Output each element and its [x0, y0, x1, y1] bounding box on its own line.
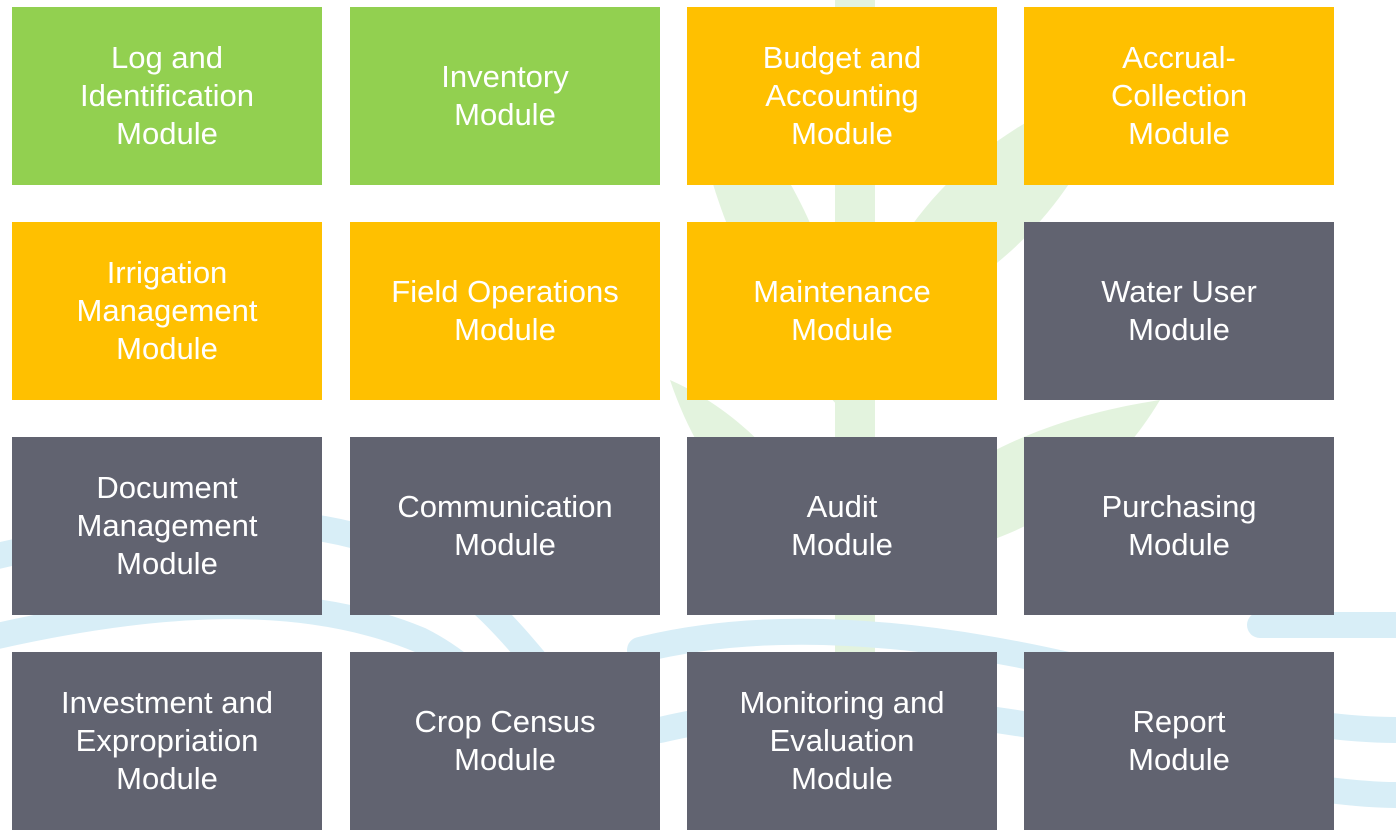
module-label: Communication Module: [397, 489, 613, 562]
module-tile[interactable]: Accrual- Collection Module: [1024, 7, 1334, 185]
module-tile[interactable]: Purchasing Module: [1024, 437, 1334, 615]
module-tile[interactable]: Report Module: [1024, 652, 1334, 830]
module-label: Field Operations Module: [391, 274, 619, 347]
module-label: Water User Module: [1101, 274, 1257, 347]
module-label: Report Module: [1128, 704, 1230, 777]
module-label: Purchasing Module: [1101, 489, 1257, 562]
module-label: Document Management Module: [76, 470, 258, 581]
module-label: Monitoring and Evaluation Module: [739, 685, 945, 796]
module-tile[interactable]: Monitoring and Evaluation Module: [687, 652, 997, 830]
module-tile[interactable]: Inventory Module: [350, 7, 660, 185]
module-tile[interactable]: Field Operations Module: [350, 222, 660, 400]
module-label: Inventory Module: [441, 59, 569, 132]
module-tile[interactable]: Communication Module: [350, 437, 660, 615]
module-tile[interactable]: Document Management Module: [12, 437, 322, 615]
module-tile[interactable]: Audit Module: [687, 437, 997, 615]
module-label: Accrual- Collection Module: [1110, 40, 1248, 151]
module-label: Maintenance Module: [753, 274, 931, 347]
module-tile[interactable]: Investment and Expropriation Module: [12, 652, 322, 830]
module-label: Crop Census Module: [414, 704, 596, 777]
module-tile[interactable]: Budget and Accounting Module: [687, 7, 997, 185]
module-tile[interactable]: Crop Census Module: [350, 652, 660, 830]
module-tile[interactable]: Log and Identification Module: [12, 7, 322, 185]
module-label: Log and Identification Module: [79, 40, 255, 151]
module-tile[interactable]: Water User Module: [1024, 222, 1334, 400]
module-label: Investment and Expropriation Module: [61, 685, 273, 796]
module-label: Audit Module: [791, 489, 893, 562]
module-label: Budget and Accounting Module: [762, 40, 922, 151]
module-tile[interactable]: Maintenance Module: [687, 222, 997, 400]
module-label: Irrigation Management Module: [76, 255, 258, 366]
module-tile[interactable]: Irrigation Management Module: [12, 222, 322, 400]
